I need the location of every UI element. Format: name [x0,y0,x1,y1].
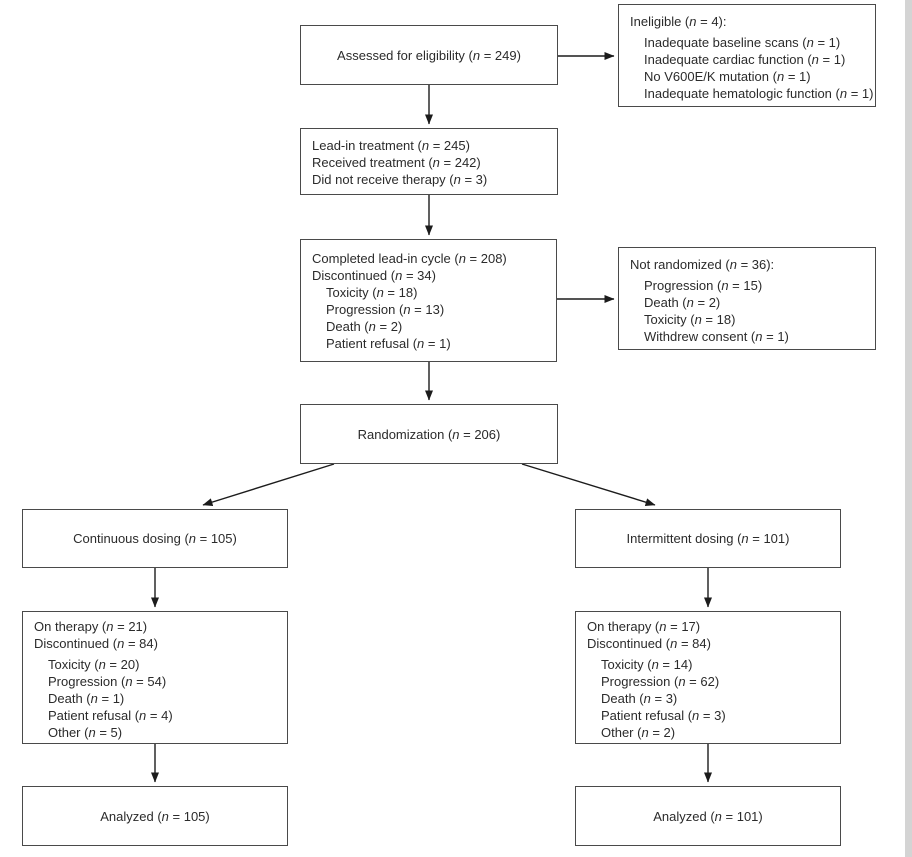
arrow-randomization-to-continuous [202,463,335,506]
box-text-line: Inadequate baseline scans (n = 1) [644,35,841,50]
box-text-line: Completed lead-in cycle (n = 208) [312,251,507,266]
box-text-line: On therapy (n = 21) [34,619,148,634]
box-text-line: Death (n = 1) [48,691,125,706]
box-text-line: Analyzed (n = 105) [100,808,210,824]
box-not-randomized: Not randomized (n = 36): Progression (n … [618,247,876,350]
box-intermittent-dosing: Intermittent dosing (n = 101) [575,509,841,568]
box-ineligible: Ineligible (n = 4): Inadequate baseline … [618,4,876,107]
box-text-line: Analyzed (n = 101) [653,808,763,824]
box-text-line: Progression (n = 15) [644,278,763,293]
box-text-line: On therapy (n = 17) [587,619,701,634]
box-text-line: Death (n = 2) [644,295,721,310]
box-continuous-dosing: Continuous dosing (n = 105) [22,509,288,568]
box-text-line: Lead-in treatment (n = 245) [312,138,470,153]
box-text-line: Progression (n = 54) [48,674,167,689]
box-text-line: Progression (n = 13) [326,302,445,317]
box-on-therapy-intermittent: On therapy (n = 17) Discontinued (n = 84… [575,611,841,744]
box-text-line: Ineligible (n = 4): [630,14,727,29]
box-assessed-eligibility: Assessed for eligibility (n = 249) [300,25,558,85]
page-edge-strip [905,0,912,857]
box-text-line: Patient refusal (n = 4) [48,708,173,723]
box-text-line: Withdrew consent (n = 1) [644,329,789,344]
box-text-line: Toxicity (n = 18) [644,312,736,327]
box-text-line: Intermittent dosing (n = 101) [626,531,790,546]
box-analyzed-intermittent: Analyzed (n = 101) [575,786,841,846]
box-text-line: Continuous dosing (n = 105) [73,531,237,546]
box-text-line: Discontinued (n = 84) [587,636,711,651]
box-text-line: Patient refusal (n = 3) [601,708,726,723]
box-text-line: Assessed for eligibility (n = 249) [337,47,521,63]
box-text-line: Inadequate cardiac function (n = 1) [644,52,846,67]
box-text-line: Death (n = 2) [326,319,403,334]
box-text-line: Received treatment (n = 242) [312,155,481,170]
box-leadin-treatment: Lead-in treatment (n = 245) Received tre… [300,128,558,195]
box-completed-leadin-cycle: Completed lead-in cycle (n = 208) Discon… [300,239,557,362]
box-randomization: Randomization (n = 206) [300,404,558,464]
box-text-line: Toxicity (n = 18) [326,285,418,300]
box-text-line: Other (n = 5) [48,725,123,740]
arrow-randomization-to-intermittent [521,463,656,507]
box-text-line: Discontinued (n = 34) [312,268,436,283]
box-analyzed-continuous: Analyzed (n = 105) [22,786,288,846]
box-text-line: Toxicity (n = 20) [48,657,140,672]
box-text-line: Discontinued (n = 84) [34,636,158,651]
box-text-line: Randomization (n = 206) [357,426,501,442]
box-text-line: Progression (n = 62) [601,674,720,689]
box-text-line: Patient refusal (n = 1) [326,336,451,351]
box-text-line: No V600E/K mutation (n = 1) [644,69,811,84]
box-text-line: Death (n = 3) [601,691,678,706]
box-text-line: Other (n = 2) [601,725,676,740]
box-text-line: Inadequate hematologic function (n = 1) [644,86,874,101]
box-on-therapy-continuous: On therapy (n = 21) Discontinued (n = 84… [22,611,288,744]
box-text-line: Not randomized (n = 36): [630,257,775,272]
box-text-line: Toxicity (n = 14) [601,657,693,672]
box-text-line: Did not receive therapy (n = 3) [312,172,488,187]
